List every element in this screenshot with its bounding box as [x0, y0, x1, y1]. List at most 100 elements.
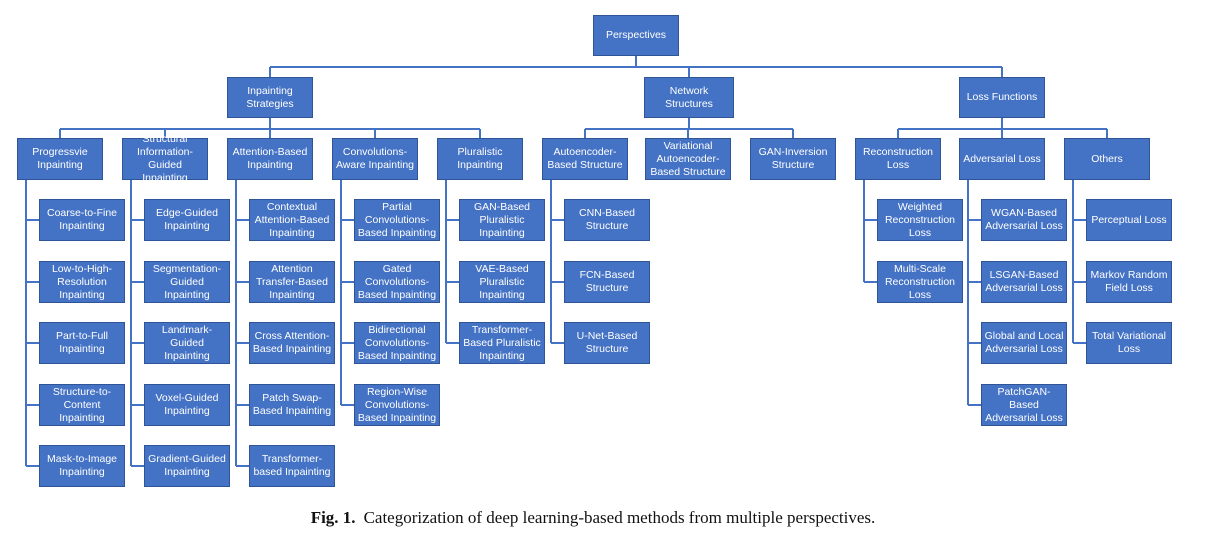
node-col-header-2: Attention-Based Inpainting: [227, 138, 313, 180]
node-leaf-8-0: Weighted Reconstruction Loss: [877, 199, 963, 241]
node-col-header-3: Convolutions- Aware Inpainting: [332, 138, 418, 180]
node-leaf-5-2: U-Net-Based Structure: [564, 322, 650, 364]
node-leaf-5-2-label: U-Net-Based Structure: [576, 330, 638, 355]
node-leaf-9-3-label: PatchGAN-Based Adversarial Loss: [985, 385, 1063, 424]
node-leaf-4-0-label: GAN-Based Pluralistic Inpainting: [473, 200, 531, 239]
node-leaf-1-3-label: Voxel-Guided Inpainting: [155, 392, 219, 417]
node-leaf-3-1: Gated Convolutions- Based Inpainting: [354, 261, 440, 303]
node-col-header-5-label: Autoencoder- Based Structure: [547, 146, 623, 171]
node-col-header-0-label: Progressvie Inpainting: [32, 146, 88, 171]
node-col-header-8: Reconstruction Loss: [855, 138, 941, 180]
node-level1-0: Inpainting Strategies: [227, 77, 313, 118]
node-leaf-1-0: Edge-Guided Inpainting: [144, 199, 230, 241]
node-leaf-1-2-label: Landmark-Guided Inpainting: [161, 323, 213, 362]
node-leaf-10-1: Markov Random Field Loss: [1086, 261, 1172, 303]
node-leaf-3-0: Partial Convolutions- Based Inpainting: [354, 199, 440, 241]
node-perspectives: Perspectives: [593, 15, 679, 56]
node-leaf-10-2-label: Total Variational Loss: [1092, 330, 1166, 355]
node-col-header-4: Pluralistic Inpainting: [437, 138, 523, 180]
node-leaf-1-1: Segmentation- Guided Inpainting: [144, 261, 230, 303]
node-leaf-0-3-label: Structure-to- Content Inpainting: [52, 385, 112, 424]
node-leaf-2-4: Transformer- based Inpainting: [249, 445, 335, 487]
node-leaf-4-1-label: VAE-Based Pluralistic Inpainting: [475, 262, 529, 301]
node-leaf-10-1-label: Markov Random Field Loss: [1090, 269, 1168, 294]
node-col-header-0: Progressvie Inpainting: [17, 138, 103, 180]
node-leaf-5-1: FCN-Based Structure: [564, 261, 650, 303]
node-leaf-0-1: Low-to-High- Resolution Inpainting: [39, 261, 125, 303]
node-leaf-0-1-label: Low-to-High- Resolution Inpainting: [51, 262, 113, 301]
node-leaf-2-3-label: Patch Swap- Based Inpainting: [252, 392, 332, 417]
node-leaf-1-3: Voxel-Guided Inpainting: [144, 384, 230, 426]
node-leaf-3-0-label: Partial Convolutions- Based Inpainting: [357, 200, 437, 239]
node-leaf-0-4: Mask-to-Image Inpainting: [39, 445, 125, 487]
caption-text: Categorization of deep learning-based me…: [363, 508, 876, 527]
node-leaf-3-1-label: Gated Convolutions- Based Inpainting: [357, 262, 437, 301]
node-col-header-7-label: GAN-Inversion Structure: [758, 146, 828, 171]
node-col-header-10: Others: [1064, 138, 1150, 180]
node-leaf-2-4-label: Transformer- based Inpainting: [253, 453, 331, 478]
node-leaf-5-0: CNN-Based Structure: [564, 199, 650, 241]
figure-caption: Fig. 1. Categorization of deep learning-b…: [0, 508, 1186, 528]
node-col-header-3-label: Convolutions- Aware Inpainting: [335, 146, 415, 171]
node-leaf-2-0-label: Contextual Attention-Based Inpainting: [254, 200, 330, 239]
node-leaf-0-2: Part-to-Full Inpainting: [39, 322, 125, 364]
node-leaf-9-0-label: WGAN-Based Adversarial Loss: [985, 207, 1063, 232]
node-leaf-2-1-label: Attention Transfer-Based Inpainting: [256, 262, 328, 301]
node-col-header-9: Adversarial Loss: [959, 138, 1045, 180]
node-col-header-1: Structural Information- Guided Inpaintin…: [122, 133, 208, 184]
node-leaf-0-3: Structure-to- Content Inpainting: [39, 384, 125, 426]
node-level1-1: Network Structures: [644, 77, 734, 118]
node-leaf-2-0: Contextual Attention-Based Inpainting: [249, 199, 335, 241]
node-leaf-9-2: Global and Local Adversarial Loss: [981, 322, 1067, 364]
node-leaf-0-4-label: Mask-to-Image Inpainting: [46, 453, 118, 478]
node-leaf-8-1: Multi-Scale Reconstruction Loss: [877, 261, 963, 303]
node-col-header-6-label: Variational Autoencoder- Based Structure: [650, 139, 726, 178]
node-level1-2: Loss Functions: [959, 77, 1045, 118]
node-leaf-1-4-label: Gradient-Guided Inpainting: [148, 453, 226, 478]
node-leaf-10-0-label: Perceptual Loss: [1091, 213, 1167, 226]
node-leaf-9-0: WGAN-Based Adversarial Loss: [981, 199, 1067, 241]
node-leaf-4-0: GAN-Based Pluralistic Inpainting: [459, 199, 545, 241]
node-level1-2-label: Loss Functions: [966, 91, 1038, 103]
node-col-header-4-label: Pluralistic Inpainting: [457, 146, 503, 171]
node-col-header-5: Autoencoder- Based Structure: [542, 138, 628, 180]
node-leaf-5-1-label: FCN-Based Structure: [579, 269, 635, 294]
node-leaf-4-2-label: Transformer- Based Pluralistic Inpaintin…: [463, 323, 541, 362]
node-col-header-8-label: Reconstruction Loss: [862, 146, 934, 171]
node-leaf-8-1-label: Multi-Scale Reconstruction Loss: [884, 262, 956, 301]
caption-label: Fig. 1.: [310, 508, 356, 527]
node-leaf-1-0-label: Edge-Guided Inpainting: [156, 207, 218, 232]
node-leaf-0-0: Coarse-to-Fine Inpainting: [39, 199, 125, 241]
node-leaf-1-1-label: Segmentation- Guided Inpainting: [152, 262, 222, 301]
node-level1-0-label: Inpainting Strategies: [246, 84, 294, 110]
node-leaf-2-1: Attention Transfer-Based Inpainting: [249, 261, 335, 303]
node-leaf-0-2-label: Part-to-Full Inpainting: [56, 330, 108, 355]
node-col-header-6: Variational Autoencoder- Based Structure: [645, 138, 731, 180]
node-leaf-9-1: LSGAN-Based Adversarial Loss: [981, 261, 1067, 303]
node-leaf-3-2: Bidirectional Convolutions- Based Inpain…: [354, 322, 440, 364]
node-leaf-4-1: VAE-Based Pluralistic Inpainting: [459, 261, 545, 303]
node-col-header-1-label: Structural Information- Guided Inpaintin…: [136, 133, 194, 184]
node-leaf-4-2: Transformer- Based Pluralistic Inpaintin…: [459, 322, 545, 364]
node-perspectives-label: Perspectives: [605, 29, 667, 41]
node-leaf-9-1-label: LSGAN-Based Adversarial Loss: [985, 269, 1063, 294]
node-leaf-1-4: Gradient-Guided Inpainting: [144, 445, 230, 487]
node-leaf-5-0-label: CNN-Based Structure: [578, 207, 636, 232]
node-leaf-3-3: Region-Wise Convolutions- Based Inpainti…: [354, 384, 440, 426]
node-col-header-7: GAN-Inversion Structure: [750, 138, 836, 180]
node-leaf-9-3: PatchGAN-Based Adversarial Loss: [981, 384, 1067, 426]
node-leaf-2-3: Patch Swap- Based Inpainting: [249, 384, 335, 426]
node-leaf-10-2: Total Variational Loss: [1086, 322, 1172, 364]
node-leaf-2-2: Cross Attention- Based Inpainting: [249, 322, 335, 364]
node-leaf-0-0-label: Coarse-to-Fine Inpainting: [46, 207, 118, 232]
node-leaf-3-3-label: Region-Wise Convolutions- Based Inpainti…: [357, 385, 437, 424]
node-leaf-10-0: Perceptual Loss: [1086, 199, 1172, 241]
node-leaf-8-0-label: Weighted Reconstruction Loss: [884, 200, 956, 239]
node-leaf-3-2-label: Bidirectional Convolutions- Based Inpain…: [357, 323, 437, 362]
node-leaf-1-2: Landmark-Guided Inpainting: [144, 322, 230, 364]
node-leaf-9-2-label: Global and Local Adversarial Loss: [984, 330, 1064, 355]
node-col-header-10-label: Others: [1091, 152, 1123, 165]
node-leaf-2-2-label: Cross Attention- Based Inpainting: [252, 330, 332, 355]
